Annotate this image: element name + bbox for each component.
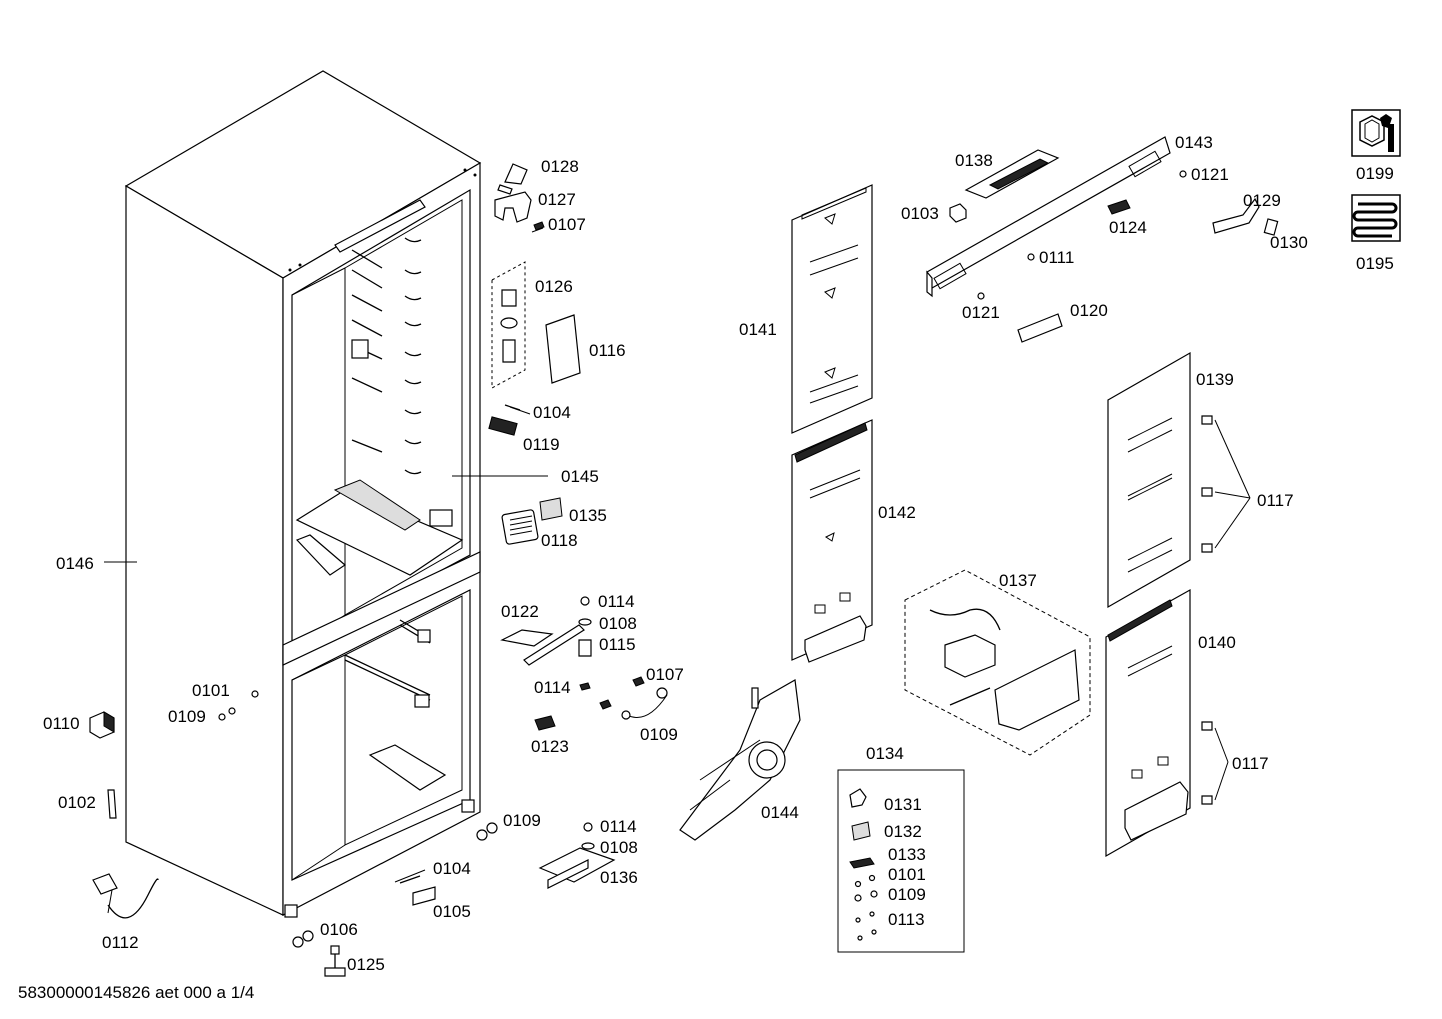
label-0126: 0126 (535, 277, 573, 296)
label-0111: 0111 (1039, 248, 1074, 267)
label-0114: 0114 (534, 678, 571, 697)
label-0131: 0131 (884, 795, 922, 814)
label-0199: 0199 (1356, 164, 1394, 183)
label-0109: 0109 (168, 707, 206, 726)
label-0108: 0108 (599, 614, 637, 633)
label-0103: 0103 (901, 204, 939, 223)
label-0143: 0143 (1175, 133, 1213, 152)
label-0140: 0140 (1198, 633, 1236, 652)
label-0142: 0142 (878, 503, 916, 522)
label-0138: 0138 (955, 151, 993, 170)
label-0119: 0119 (523, 435, 560, 454)
label-0132: 0132 (884, 822, 922, 841)
label-0121: 0121 (962, 303, 1000, 322)
label-0133: 0133 (888, 845, 926, 864)
coil-icon (1351, 194, 1401, 242)
label-0110: 0110 (43, 714, 80, 733)
label-0117: 0117 (1257, 491, 1294, 510)
small-parts (89, 163, 668, 977)
document-id: 58300000145826 aet 000 a 1/4 (18, 983, 254, 1002)
label-0122: 0122 (501, 602, 539, 621)
label-0129: 0129 (1243, 191, 1281, 210)
label-0109: 0109 (503, 811, 541, 830)
label-0124: 0124 (1109, 218, 1147, 237)
small-parts-kit (837, 769, 965, 953)
label-0102: 0102 (58, 793, 96, 812)
label-0108: 0108 (600, 838, 638, 857)
cabinet-drawing (124, 70, 482, 918)
label-0114: 0114 (598, 592, 635, 611)
label-0123: 0123 (531, 737, 569, 756)
wrench-nut-icon (1351, 109, 1401, 157)
panels-middle (679, 184, 873, 841)
duct-group (904, 569, 1091, 756)
label-0139: 0139 (1196, 370, 1234, 389)
label-0114: 0114 (600, 817, 637, 836)
label-0107: 0107 (548, 215, 586, 234)
label-0146: 0146 (56, 554, 94, 573)
label-0141: 0141 (739, 320, 777, 339)
label-0107: 0107 (646, 665, 684, 684)
label-0101: 0101 (888, 865, 926, 884)
label-0120: 0120 (1070, 301, 1108, 320)
label-0145: 0145 (561, 467, 599, 486)
label-0109: 0109 (640, 725, 678, 744)
label-0118: 0118 (541, 531, 578, 550)
label-0137: 0137 (999, 571, 1037, 590)
label-0106: 0106 (320, 920, 358, 939)
label-0121: 0121 (1191, 165, 1229, 184)
label-0105: 0105 (433, 902, 471, 921)
label-0104: 0104 (433, 859, 471, 878)
label-0128: 0128 (541, 157, 579, 176)
label-0136: 0136 (600, 868, 638, 887)
label-0125: 0125 (347, 955, 385, 974)
panels-top-right (926, 136, 1279, 343)
label-0134: 0134 (866, 744, 904, 763)
label-0112: 0112 (102, 933, 139, 952)
label-0115: 0115 (599, 635, 636, 654)
label-0109: 0109 (888, 885, 926, 904)
label-0144: 0144 (761, 803, 799, 822)
label-0195: 0195 (1356, 254, 1394, 273)
label-0104: 0104 (533, 403, 571, 422)
part-labels: 0128 0127 0107 0126 0116 0104 0119 0145 … (43, 133, 1394, 974)
label-0127: 0127 (538, 190, 576, 209)
label-0130: 0130 (1270, 233, 1308, 252)
label-0113: 0113 (888, 910, 925, 929)
label-0135: 0135 (569, 506, 607, 525)
panels-right (1105, 351, 1213, 858)
label-0117: 0117 (1232, 754, 1269, 773)
label-0101: 0101 (192, 681, 230, 700)
label-0116: 0116 (589, 341, 626, 360)
